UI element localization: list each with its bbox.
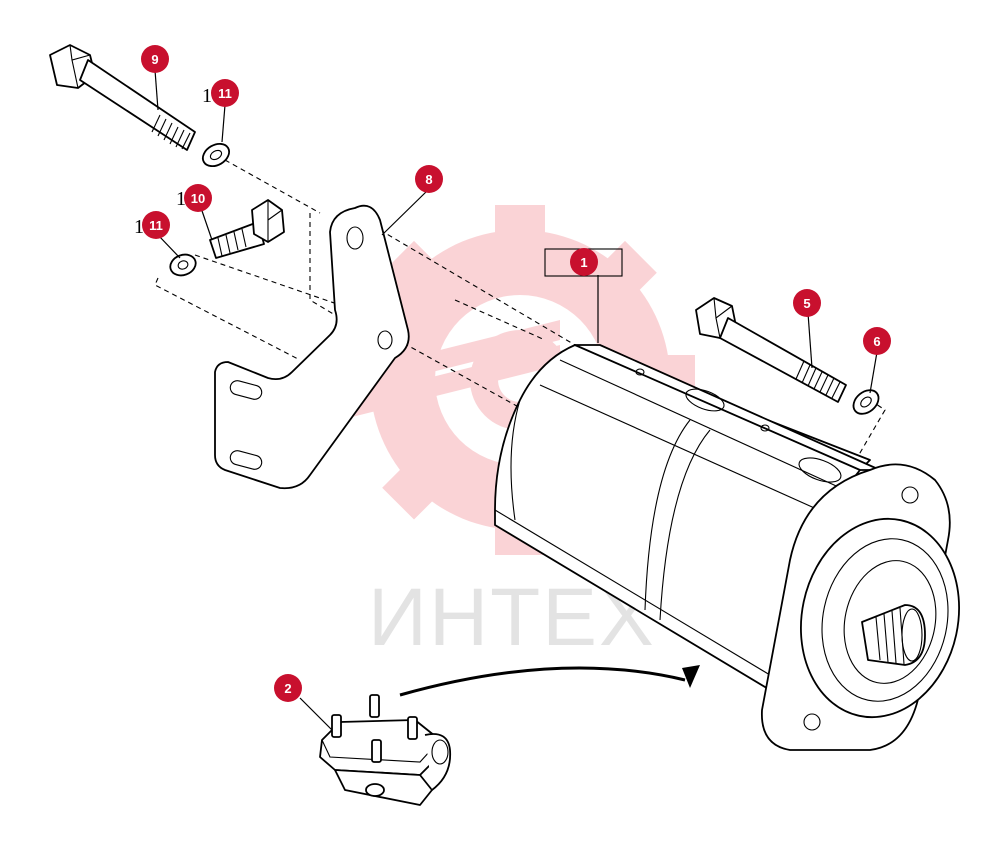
label-stub: 1 xyxy=(134,216,144,238)
mounting-bracket xyxy=(214,204,410,490)
callout-11-upper[interactable]: 11 xyxy=(211,79,239,107)
callout-9[interactable]: 9 xyxy=(141,45,169,73)
svg-text:11: 11 xyxy=(149,218,163,233)
callout-2[interactable]: 2 xyxy=(274,674,302,702)
callout-10[interactable]: 10 xyxy=(184,184,212,212)
svg-text:11: 11 xyxy=(218,86,232,101)
install-arrow xyxy=(399,665,700,697)
flat-washer-upper xyxy=(201,142,231,168)
svg-text:10: 10 xyxy=(191,191,205,206)
callout-6[interactable]: 6 xyxy=(863,327,891,355)
label-stub: 1 xyxy=(176,188,186,210)
hydraulic-gear-pump xyxy=(494,344,960,751)
callout-8[interactable]: 8 xyxy=(415,165,443,193)
flat-washer-lower xyxy=(169,253,197,277)
svg-text:8: 8 xyxy=(425,172,432,187)
svg-text:1: 1 xyxy=(580,255,587,270)
callout-5[interactable]: 5 xyxy=(793,289,821,317)
callout-11-lower[interactable]: 11 xyxy=(142,211,170,239)
svg-text:6: 6 xyxy=(873,334,880,349)
svg-text:9: 9 xyxy=(151,52,158,67)
pump-fitting xyxy=(319,694,452,806)
svg-text:2: 2 xyxy=(284,681,291,696)
svg-text:5: 5 xyxy=(803,296,810,311)
callout-1[interactable]: 1 xyxy=(570,248,598,276)
pump-washer xyxy=(852,389,880,415)
label-stub: 1 xyxy=(202,85,212,107)
long-hex-bolt xyxy=(49,44,196,151)
pump-hex-bolt xyxy=(695,297,847,403)
short-hex-bolt xyxy=(209,199,285,259)
